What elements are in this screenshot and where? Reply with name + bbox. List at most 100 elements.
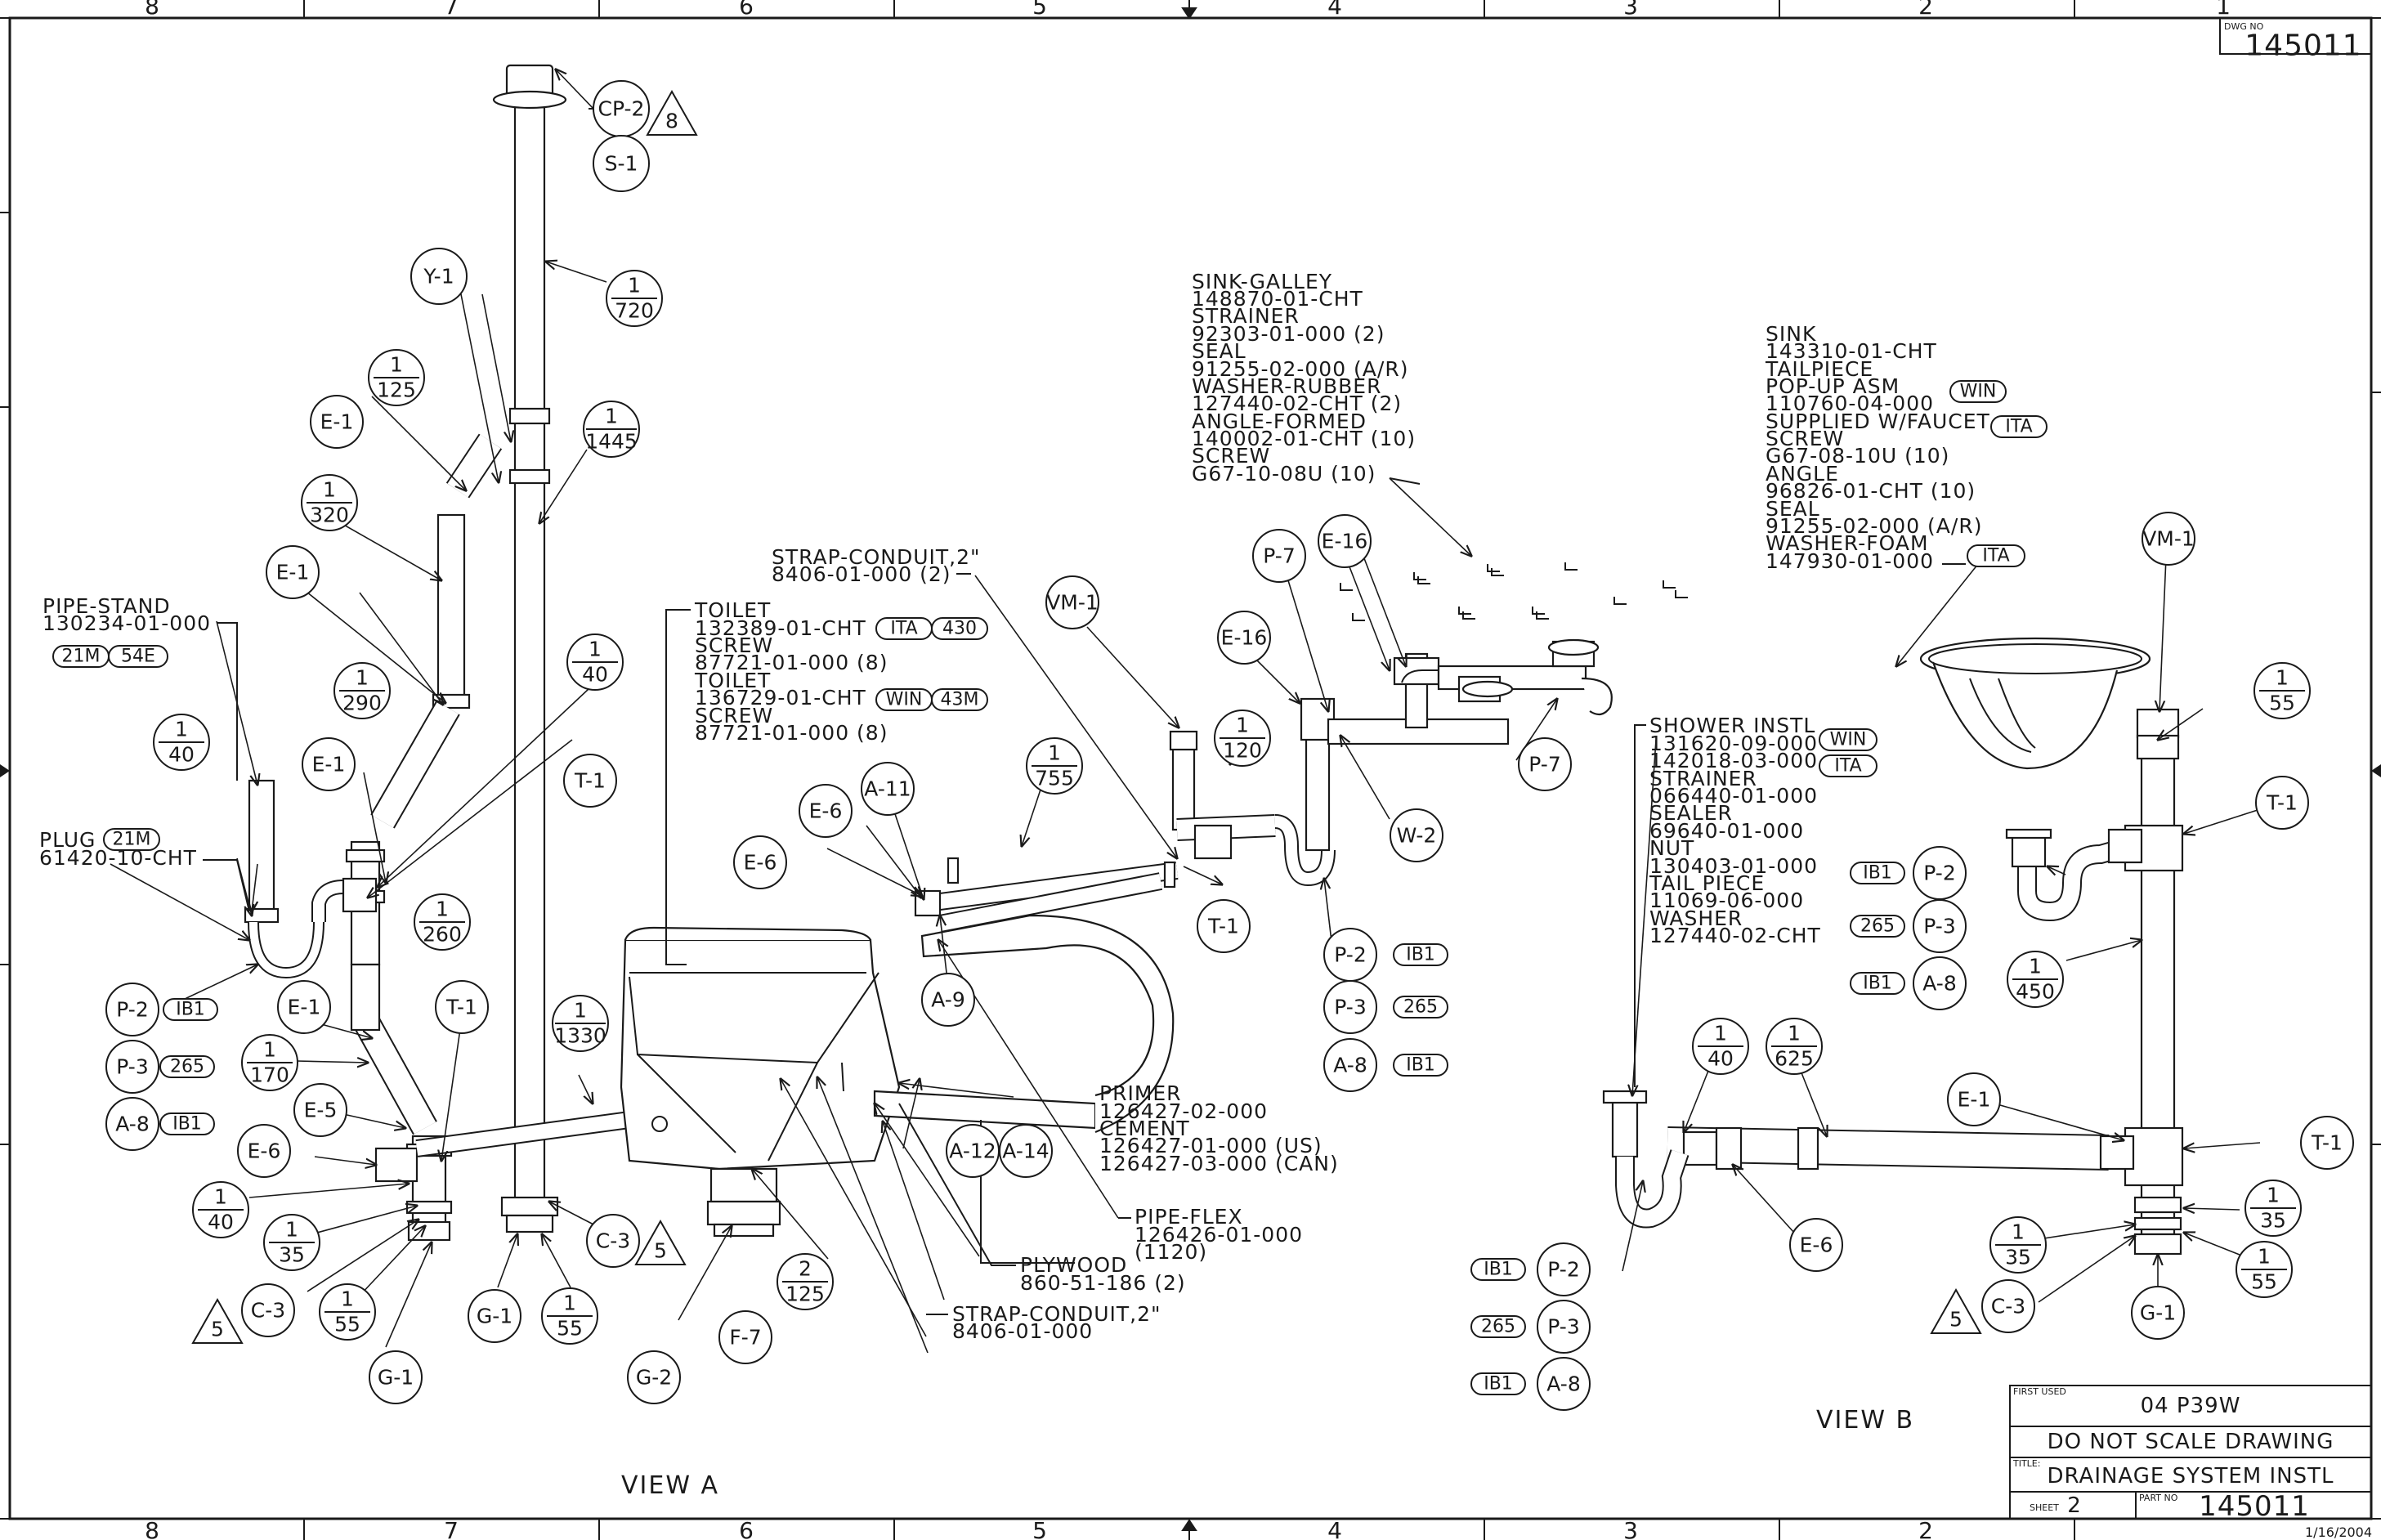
- bubble-y-1: Y-1: [410, 248, 468, 305]
- svg-text:P-2: P-2: [1923, 862, 1955, 885]
- bubble-p-2: P-2: [105, 983, 159, 1036]
- svg-text:IB1: IB1: [1406, 1055, 1435, 1076]
- svg-text:265: 265: [1403, 997, 1438, 1018]
- svg-text:120: 120: [1223, 739, 1262, 763]
- svg-text:PLYWOOD: PLYWOOD: [1020, 1253, 1127, 1277]
- bubble-e-6: E-6: [733, 835, 787, 889]
- svg-text:126427-02-000: 126427-02-000: [1099, 1099, 1268, 1123]
- svg-text:E-6: E-6: [809, 799, 843, 823]
- svg-text:T-1: T-1: [2266, 791, 2298, 815]
- title-block: FIRST USED 04 P39W DO NOT SCALE DRAWING …: [2009, 1385, 2372, 1540]
- svg-text:140002-01-CHT (10): 140002-01-CHT (10): [1192, 427, 1416, 450]
- svg-text:WIN: WIN: [886, 690, 923, 710]
- bubble-c-3: C-3: [241, 1283, 295, 1337]
- note-pipe-flex: PIPE-FLEX 126426-01-000 (1120): [1118, 1205, 1303, 1264]
- zone-label: 8: [145, 1517, 159, 1540]
- svg-text:A-11: A-11: [864, 777, 911, 801]
- svg-text:G67-10-08U (10): G67-10-08U (10): [1192, 462, 1376, 486]
- svg-text:E-6: E-6: [248, 1139, 281, 1163]
- svg-text:11069-06-000: 11069-06-000: [1649, 889, 1804, 912]
- svg-text:SINK: SINK: [1766, 322, 1816, 346]
- fraction-1-35: 135: [2244, 1180, 2302, 1237]
- bubble-e-1: E-1: [302, 737, 356, 791]
- svg-text:1: 1: [436, 898, 449, 921]
- bubble-p-2: P-2: [1913, 846, 1967, 900]
- bubble-g-2: G-2: [627, 1350, 681, 1404]
- revision-flag-5: 5: [634, 1219, 687, 1265]
- sheet-number: 2: [2067, 1493, 2082, 1518]
- drawing-number-label: DWG NO: [2224, 21, 2264, 32]
- svg-text:SCREW: SCREW: [695, 704, 773, 727]
- bubble-a-9: A-9: [921, 973, 975, 1027]
- bubble-vm-1: VM-1: [1045, 575, 1099, 629]
- svg-text:55: 55: [334, 1313, 360, 1336]
- svg-text:WASHER: WASHER: [1649, 907, 1743, 930]
- svg-text:SCREW: SCREW: [1192, 444, 1270, 468]
- fraction-1-55: 155: [541, 1287, 598, 1345]
- note-sink-galley: SINK-GALLEY 148870-01-CHT STRAINER 92303…: [1192, 270, 1416, 486]
- drawing-number: 145011: [2244, 29, 2361, 63]
- svg-text:CEMENT: CEMENT: [1099, 1117, 1190, 1140]
- svg-text:147930-01-000: 147930-01-000: [1766, 549, 1934, 573]
- svg-text:40: 40: [168, 743, 195, 767]
- svg-text:ITA: ITA: [890, 619, 917, 639]
- svg-text:PIPE-STAND: PIPE-STAND: [43, 594, 171, 618]
- svg-text:1: 1: [563, 1292, 576, 1315]
- bubble-t-1: T-1: [2300, 1116, 2354, 1170]
- bubble-p-3: P-3: [1323, 980, 1377, 1034]
- zone-label: 7: [444, 1517, 459, 1540]
- svg-text:126426-01-000: 126426-01-000: [1135, 1223, 1303, 1247]
- svg-text:126427-03-000 (CAN): 126427-03-000 (CAN): [1099, 1152, 1339, 1175]
- svg-text:1330: 1330: [554, 1024, 606, 1048]
- bubble-f-7: F-7: [718, 1310, 772, 1364]
- bubble-e-1: E-1: [266, 545, 320, 599]
- bubble-vm-1: VM-1: [2142, 512, 2195, 566]
- svg-text:CP-2: CP-2: [598, 97, 645, 121]
- svg-text:130234-01-000: 130234-01-000: [43, 611, 211, 635]
- bubble-t-1: T-1: [563, 754, 617, 808]
- svg-text:1: 1: [390, 353, 403, 377]
- svg-text:A-8: A-8: [1333, 1054, 1367, 1077]
- svg-text:P-3: P-3: [1547, 1315, 1579, 1339]
- svg-text:8406-01-000 (2): 8406-01-000 (2): [772, 562, 951, 586]
- svg-text:(1120): (1120): [1135, 1240, 1207, 1264]
- svg-text:2: 2: [799, 1257, 812, 1281]
- bubble-e-6: E-6: [237, 1124, 291, 1178]
- note-pipe-stand: PIPE-STAND 130234-01-000 21M 54E: [43, 594, 238, 781]
- svg-text:C-3: C-3: [251, 1299, 285, 1323]
- svg-text:265: 265: [1860, 916, 1895, 937]
- do-not-scale: DO NOT SCALE DRAWING: [2048, 1430, 2334, 1454]
- svg-text:G67-08-10U (10): G67-08-10U (10): [1766, 444, 1949, 468]
- svg-text:POP-UP ASM: POP-UP ASM: [1766, 374, 1900, 398]
- bubble-t-1: T-1: [2255, 776, 2309, 830]
- note-shower: SHOWER INSTL 131620-09-000 142018-03-000…: [1634, 714, 1877, 1087]
- svg-text:E-6: E-6: [1800, 1233, 1833, 1257]
- fraction-1-55: 155: [2253, 662, 2311, 719]
- svg-text:265: 265: [1481, 1317, 1515, 1337]
- svg-text:IB1: IB1: [1484, 1374, 1513, 1395]
- item-bubbles: CP-2 S-1 Y-1 E-1 E-1 E-1 T-1 P-2 P-3 A-8…: [105, 80, 2354, 1411]
- bubble-cp-2: CP-2: [593, 80, 650, 137]
- svg-text:SEAL: SEAL: [1766, 497, 1820, 521]
- svg-text:1: 1: [1714, 1022, 1727, 1045]
- svg-text:F-7: F-7: [729, 1326, 761, 1350]
- svg-text:ITA: ITA: [2005, 417, 2032, 437]
- first-used-label: FIRST USED: [2013, 1386, 2066, 1397]
- svg-text:170: 170: [250, 1063, 289, 1087]
- part-no-label: PART NO: [2139, 1493, 2178, 1503]
- svg-text:Y-1: Y-1: [423, 265, 454, 289]
- bubble-e-1: E-1: [277, 980, 331, 1034]
- drawing-number-box: DWG NO 145011: [2219, 17, 2372, 63]
- bubble-t-1: T-1: [435, 980, 489, 1034]
- svg-text:STRAP-CONDUIT,2": STRAP-CONDUIT,2": [952, 1302, 1161, 1326]
- bubble-e-1: E-1: [1947, 1072, 2001, 1126]
- svg-text:S-1: S-1: [605, 152, 638, 176]
- svg-text:E-16: E-16: [1221, 626, 1268, 650]
- fraction-1-55: 155: [2236, 1241, 2293, 1298]
- drawing-date: 1/16/2004: [2305, 1524, 2372, 1540]
